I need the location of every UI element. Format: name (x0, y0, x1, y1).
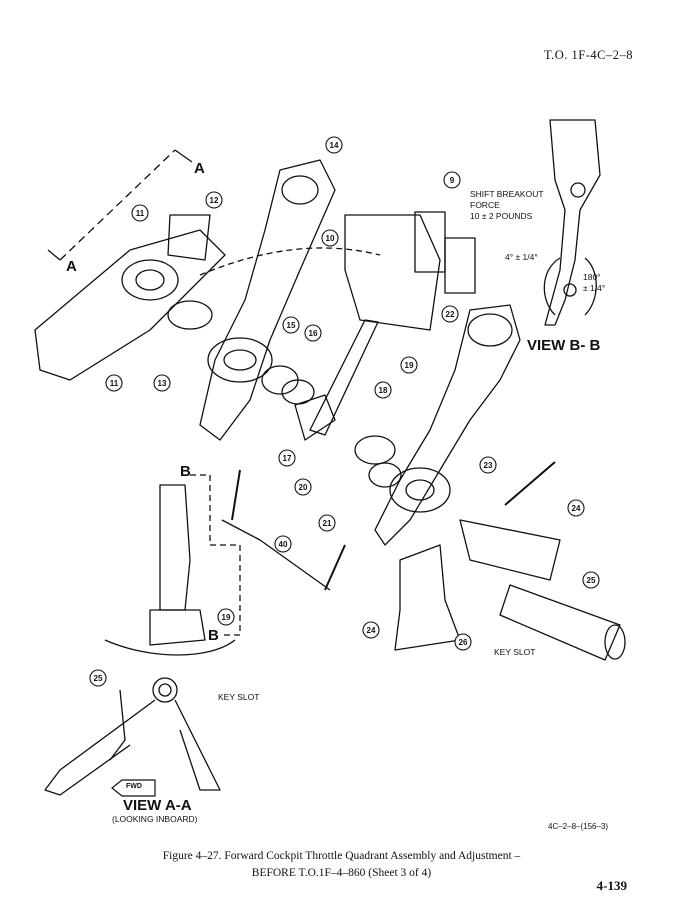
callout-number: 23 (484, 461, 493, 470)
callout-25 (582, 571, 600, 589)
callout-number: 25 (587, 576, 596, 585)
drawing-reference: 4C–2–8–(156–3) (548, 822, 609, 831)
callout-number: 20 (299, 483, 308, 492)
angle-small-label: 4° ± 1/4° (505, 252, 538, 262)
callout-number: 22 (446, 310, 455, 319)
document-number: T.O. 1F-4C–2–8 (543, 48, 633, 62)
callout-21 (318, 514, 336, 532)
callout-number: 16 (309, 329, 318, 338)
caption-line-2: BEFORE T.O.1F–4–860 (Sheet 3 of 4) (251, 867, 432, 879)
callout-number: 9 (450, 176, 455, 185)
shift-breakout-label-3: 10 ± 2 POUNDS (470, 211, 533, 221)
callout-11 (131, 204, 149, 222)
shift-breakout-label-1: SHIFT BREAKOUT (470, 189, 544, 199)
callout-18 (374, 381, 392, 399)
callout-number: 26 (459, 638, 468, 647)
callout-number: 18 (379, 386, 388, 395)
section-a-top: A (194, 160, 205, 177)
callout-number: 10 (326, 234, 335, 243)
callout-number: 40 (279, 540, 288, 549)
section-b-bottom: B (208, 627, 219, 644)
caption-line-1: Figure 4–27. Forward Cockpit Throttle Qu… (162, 850, 521, 862)
callout-40 (274, 535, 292, 553)
callout-12 (205, 191, 223, 209)
callout-number: 13 (158, 379, 167, 388)
callout-number: 24 (572, 504, 581, 513)
callout-19 (400, 356, 418, 374)
callout-22 (441, 305, 459, 323)
key-slot-right-label: KEY SLOT (494, 647, 536, 657)
figure-caption: Figure 4–27. Forward Cockpit Throttle Qu… (0, 848, 683, 882)
callout-14 (325, 136, 343, 154)
callout-23 (479, 456, 497, 474)
shift-breakout-label-2: FORCE (470, 200, 500, 210)
callout-number: 19 (405, 361, 414, 370)
angle-180-label: 180° (583, 272, 601, 282)
view-a-sublabel: (LOOKING INBOARD) (112, 814, 198, 824)
section-b-top: B (180, 463, 191, 480)
callout-number: 11 (110, 379, 119, 388)
callout-16 (304, 324, 322, 342)
angle-tolerance-label: ± 1/4° (583, 283, 606, 293)
section-a-left: A (66, 258, 77, 275)
fwd-arrow-label: FWD (126, 783, 142, 790)
callout-24 (567, 499, 585, 517)
callout-number: 12 (210, 196, 219, 205)
view-b-label: VIEW B- B (527, 337, 601, 354)
key-slot-left-label: KEY SLOT (218, 692, 260, 702)
callout-number: 19 (222, 613, 231, 622)
page-number: 4-139 (596, 878, 627, 893)
callout-number: 14 (330, 141, 339, 150)
callout-13 (153, 374, 171, 392)
view-a-label: VIEW A-A (123, 797, 192, 814)
callout-19b (217, 608, 235, 626)
callout-25b (89, 669, 107, 687)
callout-number: 11 (136, 209, 145, 218)
callout-number: 24 (367, 626, 376, 635)
callout-9 (443, 171, 461, 189)
callout-20 (294, 478, 312, 496)
callout-26 (454, 633, 472, 651)
callout-11b (105, 374, 123, 392)
callout-17 (278, 449, 296, 467)
callout-24b (362, 621, 380, 639)
callout-number: 15 (287, 321, 296, 330)
callout-10 (321, 229, 339, 247)
callout-15 (282, 316, 300, 334)
callout-number: 21 (323, 519, 332, 528)
callout-number: 17 (283, 454, 292, 463)
callout-number: 25 (94, 674, 103, 683)
